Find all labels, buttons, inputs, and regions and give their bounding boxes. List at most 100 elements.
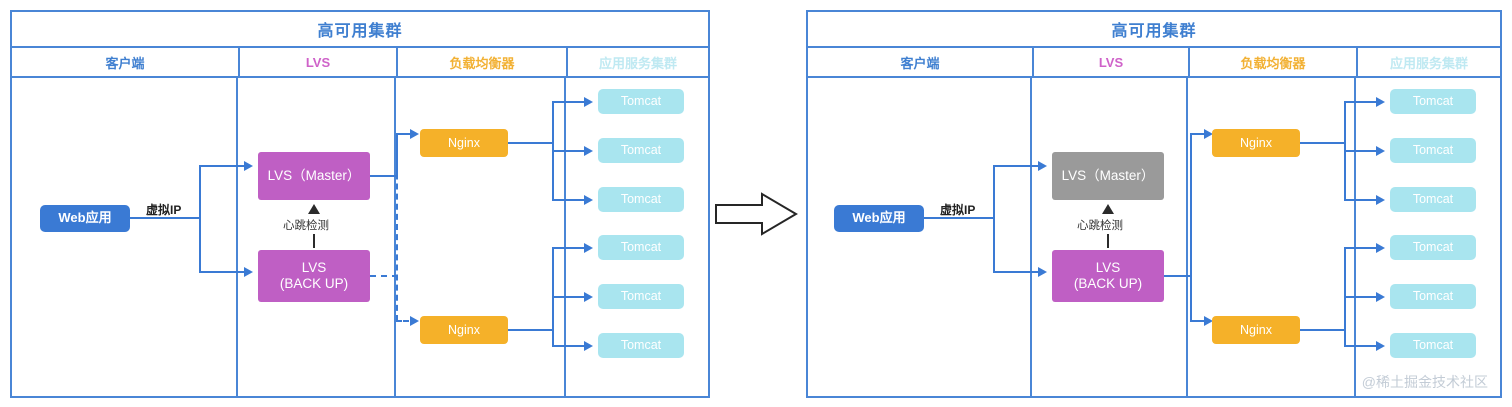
node-tomcat-1-2[interactable]: Tomcat	[1390, 89, 1476, 114]
link-backup-out-dashed	[370, 275, 398, 277]
node-lvs-backup-line1: LVS	[301, 260, 327, 276]
panel-title-2: 高可用集群	[1111, 23, 1197, 40]
node-lvs-backup-line1-2: LVS	[1095, 260, 1121, 276]
link-master-out	[370, 175, 398, 177]
diagram-panel-before: 高可用集群 客户端 LVS 负载均衡器 应用服务集群 Web应用 虚拟IP LV…	[10, 10, 710, 398]
heartbeat-line-2	[1107, 234, 1109, 248]
arrowhead-tomcat-2	[584, 146, 593, 156]
arrowhead-tomcat-5	[584, 292, 593, 302]
arrowhead-tomcat-3	[584, 195, 593, 205]
node-nginx-2[interactable]: Nginx	[420, 316, 508, 344]
arrowhead-tomcat-3-2	[1376, 195, 1385, 205]
arrowhead-tomcat-6-2	[1376, 341, 1385, 351]
node-tomcat-2-2[interactable]: Tomcat	[1390, 138, 1476, 163]
node-lvs-backup-line2-2: (BACK UP)	[1073, 276, 1143, 291]
node-lvs-master[interactable]: LVS（Master）	[258, 152, 370, 200]
column-header-row: 客户端 LVS 负载均衡器 应用服务集群	[10, 48, 710, 78]
node-lvs-backup-line2: (BACK UP)	[279, 276, 349, 291]
link-nginx1-t3-2	[1344, 199, 1382, 201]
node-web-app[interactable]: Web应用	[40, 205, 130, 232]
node-tomcat-6[interactable]: Tomcat	[598, 333, 684, 358]
arrowhead-to-backup	[244, 267, 253, 277]
node-nginx-1[interactable]: Nginx	[420, 129, 508, 157]
column-divider-3-2	[1354, 78, 1356, 398]
arrowhead-tomcat-4-2	[1376, 243, 1385, 253]
column-header-lvs: LVS	[238, 48, 396, 76]
arrowhead-to-backup-2	[1038, 267, 1047, 277]
arrowhead-tomcat-5-2	[1376, 292, 1385, 302]
link-backup-riser-2	[1190, 133, 1192, 321]
node-tomcat-6-2[interactable]: Tomcat	[1390, 333, 1476, 358]
node-lvs-backup-active[interactable]: LVS (BACK UP)	[1052, 250, 1164, 302]
link-backup-out-2	[1164, 275, 1192, 277]
link-nginx1-out-2	[1300, 142, 1346, 144]
link-nginx2-out	[508, 329, 554, 331]
heartbeat-arrowhead-icon-2	[1102, 204, 1114, 214]
column-divider-2-2	[1186, 78, 1188, 398]
column-header-appcluster-2: 应用服务集群	[1356, 48, 1500, 76]
link-backup-to-nginx1-2	[1190, 133, 1210, 135]
node-nginx-2-2[interactable]: Nginx	[1212, 316, 1300, 344]
column-header-client-2: 客户端	[900, 55, 940, 71]
arrowhead-nginx-bottom-2	[1204, 316, 1213, 326]
node-nginx-1-2[interactable]: Nginx	[1212, 129, 1300, 157]
arrowhead-to-master	[244, 161, 253, 171]
link-nginx2-out-2	[1300, 329, 1346, 331]
arrowhead-tomcat-2-2	[1376, 146, 1385, 156]
arrowhead-to-master-2	[1038, 161, 1047, 171]
panel-title: 高可用集群	[317, 23, 403, 40]
link-vip-to-backup-2	[993, 271, 1039, 273]
node-tomcat-4-2[interactable]: Tomcat	[1390, 235, 1476, 260]
link-nginx2-t4	[552, 247, 590, 249]
label-heartbeat: 心跳检测	[283, 220, 329, 232]
node-tomcat-1[interactable]: Tomcat	[598, 89, 684, 114]
watermark-text: @稀土掘金技术社区	[1361, 374, 1488, 390]
node-tomcat-3[interactable]: Tomcat	[598, 187, 684, 212]
node-lvs-backup[interactable]: LVS (BACK UP)	[258, 250, 370, 302]
arrowhead-tomcat-4	[584, 243, 593, 253]
arrowhead-nginx-top	[410, 129, 419, 139]
node-tomcat-4[interactable]: Tomcat	[598, 235, 684, 260]
link-nginx1-t1	[552, 101, 590, 103]
label-virtual-ip-2: 虚拟IP	[940, 203, 976, 217]
panel-body-2	[806, 78, 1502, 398]
heartbeat-arrowhead-icon	[308, 204, 320, 214]
link-vip-to-backup	[199, 271, 245, 273]
column-header-loadbalancer: 负载均衡器	[396, 48, 566, 76]
link-master-to-nginx1	[396, 133, 416, 135]
link-vip-bus-2	[993, 165, 995, 272]
arrowhead-tomcat-6	[584, 341, 593, 351]
node-tomcat-2[interactable]: Tomcat	[598, 138, 684, 163]
panel-title-bar-2: 高可用集群	[806, 10, 1502, 48]
link-vip-to-master	[199, 165, 245, 167]
link-vip-bus	[199, 165, 201, 272]
column-header-loadbalancer-2: 负载均衡器	[1188, 48, 1356, 76]
node-tomcat-5-2[interactable]: Tomcat	[1390, 284, 1476, 309]
node-tomcat-3-2[interactable]: Tomcat	[1390, 187, 1476, 212]
diagram-panel-after: 高可用集群 客户端 LVS 负载均衡器 应用服务集群 Web应用 虚拟IP LV…	[806, 10, 1502, 398]
column-divider-1	[236, 78, 238, 398]
link-nginx2-t6-2	[1344, 345, 1382, 347]
link-nginx1-t2-2	[1344, 150, 1382, 152]
link-vip-to-master-2	[993, 165, 1039, 167]
arrowhead-nginx-top-2	[1204, 129, 1213, 139]
node-tomcat-5[interactable]: Tomcat	[598, 284, 684, 309]
link-backup-to-nginx2-2	[1190, 320, 1210, 322]
link-web-to-vip	[130, 217, 200, 219]
node-web-app-2[interactable]: Web应用	[834, 205, 924, 232]
column-divider-3	[564, 78, 566, 398]
link-nginx1-t3	[552, 199, 590, 201]
label-heartbeat-2: 心跳检测	[1077, 220, 1123, 232]
link-backup-to-nginx2-dashed	[396, 320, 416, 322]
column-divider-1-2	[1030, 78, 1032, 398]
link-nginx1-out	[508, 142, 554, 144]
panel-body	[10, 78, 710, 398]
link-web-to-vip-2	[924, 217, 994, 219]
label-virtual-ip: 虚拟IP	[146, 203, 182, 217]
link-nginx2-t6	[552, 345, 590, 347]
link-nginx2-t5	[552, 296, 590, 298]
panel-title-bar: 高可用集群	[10, 10, 710, 48]
node-lvs-master-failed[interactable]: LVS（Master）	[1052, 152, 1164, 200]
arrowhead-tomcat-1	[584, 97, 593, 107]
column-header-row-2: 客户端 LVS 负载均衡器 应用服务集群	[806, 48, 1502, 78]
